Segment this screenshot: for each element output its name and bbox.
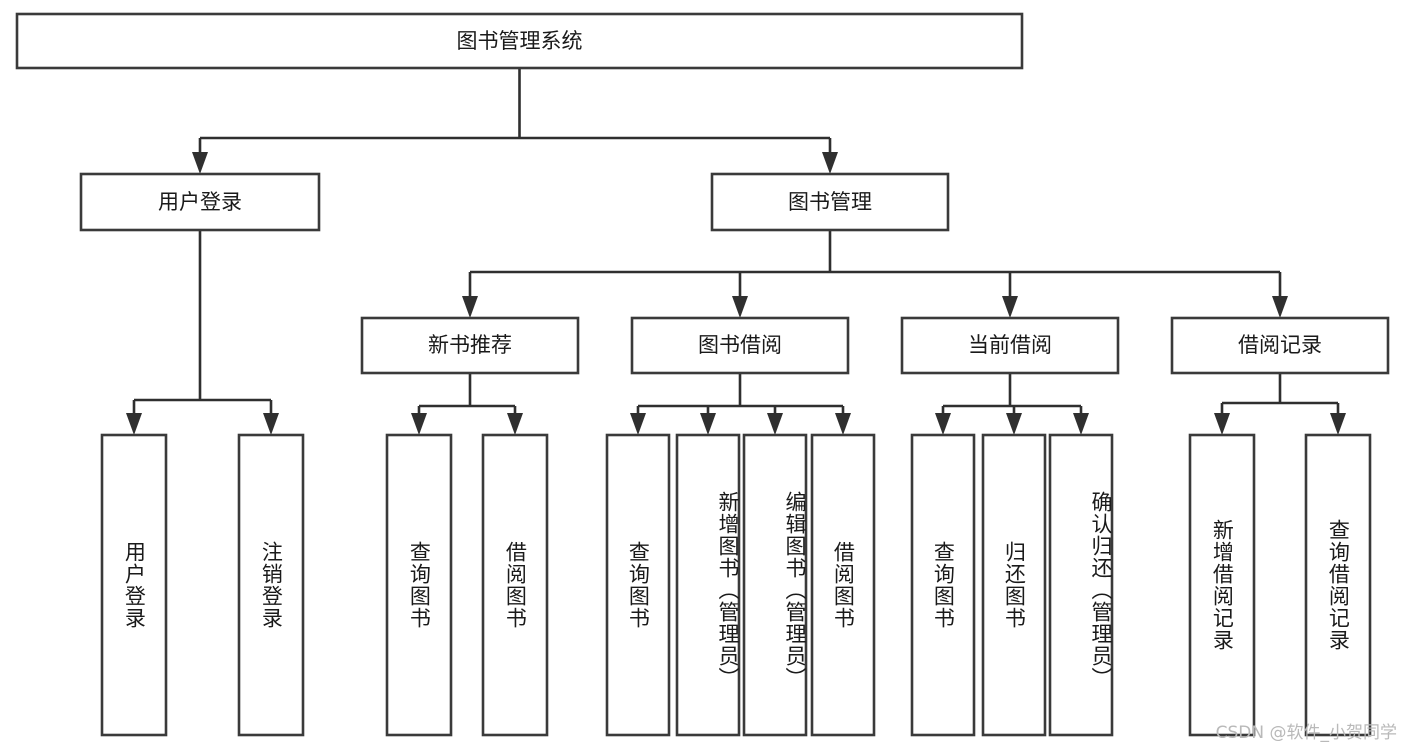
connector-new-book-recommend-to-leaves bbox=[417, 373, 517, 421]
node-borrow-records-box[interactable] bbox=[1170, 316, 1390, 375]
arrow-to-leaf-confirm-return-admin bbox=[1073, 413, 1089, 435]
connector-root-to-level2 bbox=[198, 68, 832, 160]
node-book-borrow-box[interactable] bbox=[630, 316, 850, 375]
arrow-to-leaf-user-login bbox=[126, 413, 142, 435]
node-book-management-label: 图书管理 bbox=[788, 190, 872, 214]
node-root[interactable]: 图书管理系统 bbox=[15, 12, 1024, 70]
leaf-add-borrow-record-box[interactable] bbox=[1188, 433, 1256, 737]
node-current-borrow-label: 当前借阅 bbox=[968, 333, 1052, 357]
arrow-to-leaf-logout bbox=[263, 413, 279, 435]
arrow-to-leaf-borrow-book-recommend bbox=[507, 413, 523, 435]
node-borrow-records-label: 借阅记录 bbox=[1238, 333, 1322, 357]
node-current-borrow-box[interactable] bbox=[900, 316, 1120, 375]
node-new-book-recommend[interactable]: 新书推荐 bbox=[360, 316, 580, 375]
leaf-borrow-book-box[interactable] bbox=[810, 433, 876, 737]
nodes-layer: 图书管理系统 用户登录 图书管理 新书推荐 图书借阅 bbox=[15, 12, 1390, 737]
node-book-management[interactable]: 图书管理 bbox=[710, 172, 950, 232]
node-borrow-records[interactable]: 借阅记录 bbox=[1170, 316, 1390, 375]
arrow-to-leaf-return-book bbox=[1006, 413, 1022, 435]
node-root-box[interactable] bbox=[15, 12, 1024, 70]
leaf-logout-box[interactable] bbox=[237, 433, 305, 737]
arrow-to-leaf-add-book-admin bbox=[700, 413, 716, 435]
connector-user-login-to-leaves bbox=[132, 230, 273, 421]
arrow-to-leaf-add-borrow-record bbox=[1214, 413, 1230, 435]
leaf-query-book-current-box[interactable] bbox=[910, 433, 976, 737]
arrow-to-leaf-query-book-current bbox=[935, 413, 951, 435]
leaf-query-book-recommend-box[interactable] bbox=[385, 433, 453, 737]
arrow-to-book-management bbox=[822, 152, 838, 174]
node-root-label: 图书管理系统 bbox=[457, 29, 583, 53]
watermark-text: CSDN @软件_小贺同学 bbox=[1215, 723, 1397, 743]
connectors-layer bbox=[126, 68, 1346, 435]
leaf-query-book-borrow-box[interactable] bbox=[605, 433, 671, 737]
leaf-return-book-box[interactable] bbox=[981, 433, 1047, 737]
arrow-to-leaf-edit-book-admin bbox=[767, 413, 783, 435]
leaf-add-book-admin-box[interactable] bbox=[675, 433, 741, 737]
leaf-query-borrow-record-box[interactable] bbox=[1304, 433, 1372, 737]
leaf-edit-book-admin-box[interactable] bbox=[742, 433, 808, 737]
node-book-borrow-label: 图书借阅 bbox=[698, 333, 782, 357]
arrow-to-current-borrow bbox=[1002, 296, 1018, 318]
node-user-login-label: 用户登录 bbox=[158, 190, 242, 214]
arrow-to-new-book-recommend bbox=[462, 296, 478, 318]
connector-book-management-to-level3 bbox=[468, 230, 1282, 304]
arrow-to-leaf-query-book-borrow bbox=[630, 413, 646, 435]
node-new-book-recommend-box[interactable] bbox=[360, 316, 580, 375]
arrow-to-leaf-borrow-book bbox=[835, 413, 851, 435]
node-book-borrow[interactable]: 图书借阅 bbox=[630, 316, 850, 375]
node-book-management-box[interactable] bbox=[710, 172, 950, 232]
connector-borrow-records-to-leaves bbox=[1220, 373, 1340, 421]
arrow-to-user-login bbox=[192, 152, 208, 174]
arrow-to-leaf-query-borrow-record bbox=[1330, 413, 1346, 435]
node-current-borrow[interactable]: 当前借阅 bbox=[900, 316, 1120, 375]
node-user-login[interactable]: 用户登录 bbox=[79, 172, 321, 232]
connector-book-borrow-to-leaves bbox=[636, 373, 845, 421]
arrow-to-book-borrow bbox=[732, 296, 748, 318]
leaf-borrow-book-recommend-box[interactable] bbox=[481, 433, 549, 737]
leaf-user-login-box[interactable] bbox=[100, 433, 168, 737]
arrow-to-leaf-query-book-recommend bbox=[411, 413, 427, 435]
leaf-confirm-return-admin-box[interactable] bbox=[1048, 433, 1114, 737]
node-new-book-recommend-label: 新书推荐 bbox=[428, 333, 512, 357]
arrow-to-borrow-records bbox=[1272, 296, 1288, 318]
node-user-login-box[interactable] bbox=[79, 172, 321, 232]
